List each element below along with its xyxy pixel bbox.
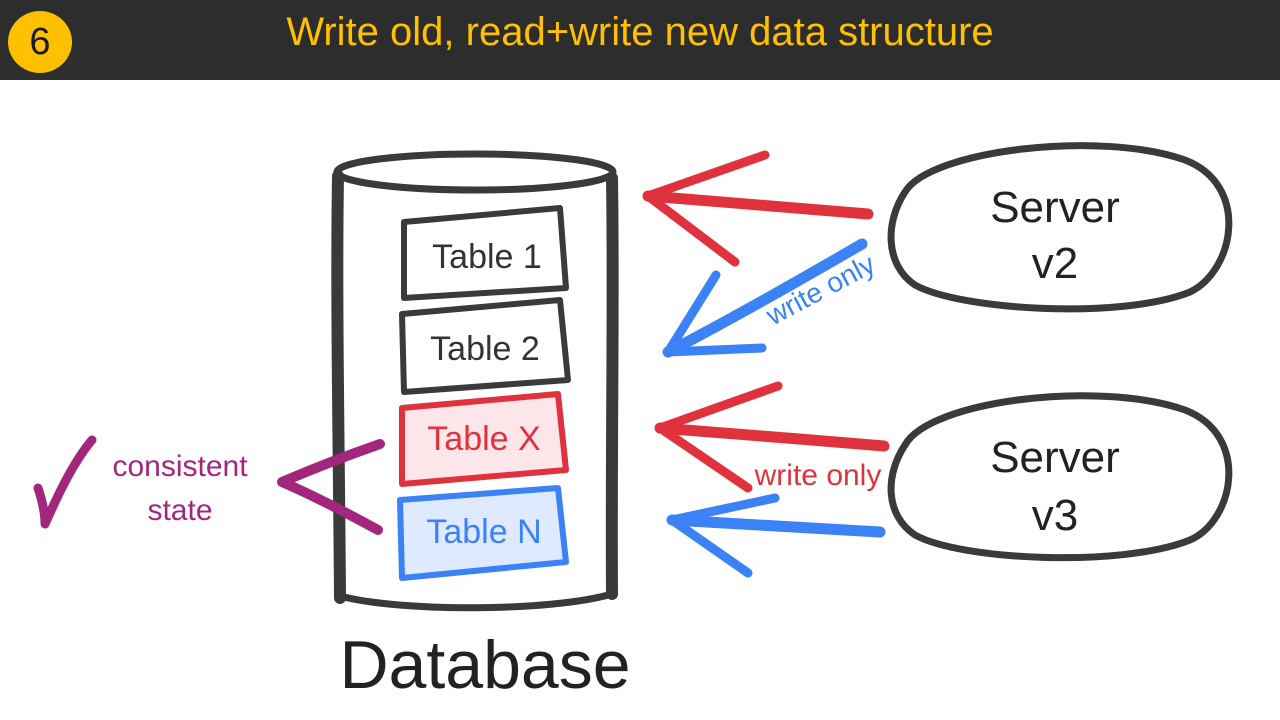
server-v2-line1: Server <box>990 183 1120 232</box>
consistency-arrow <box>277 439 385 535</box>
server-v2-line2: v2 <box>1032 239 1078 288</box>
server-v3-line1: Server <box>990 433 1120 482</box>
state-label: state <box>147 494 212 527</box>
table-1: Table 1 <box>401 205 569 301</box>
table-1-label: Table 1 <box>432 238 542 276</box>
database-label: Database <box>339 627 630 703</box>
table-2-label: Table 2 <box>430 330 540 368</box>
server-v3-line2: v3 <box>1032 491 1078 540</box>
table-n: Table N <box>397 485 569 581</box>
database-cylinder <box>331 150 619 612</box>
table-n-label: Table N <box>426 513 541 551</box>
arrow-v2-write-only <box>662 238 868 358</box>
slide-title: Write old, read+write new data structure <box>286 10 994 54</box>
server-v3: Server v3 <box>887 392 1233 562</box>
arrow-v3-write-only <box>654 381 890 493</box>
arrow-v3-read-write <box>666 493 886 578</box>
table-2: Table 2 <box>399 297 571 395</box>
server-v2: Server v2 <box>887 142 1233 313</box>
step-badge: 6 <box>8 11 72 73</box>
table-x: Table X <box>399 391 569 487</box>
consistent-label: consistent <box>112 450 248 483</box>
v3-write-only-label: write only <box>754 459 882 492</box>
header-bar: 6 Write old, read+write new data structu… <box>0 0 1280 80</box>
table-x-label: Table X <box>427 420 540 458</box>
checkmark-icon <box>33 435 97 529</box>
arrow-v2-read-write <box>642 150 874 267</box>
